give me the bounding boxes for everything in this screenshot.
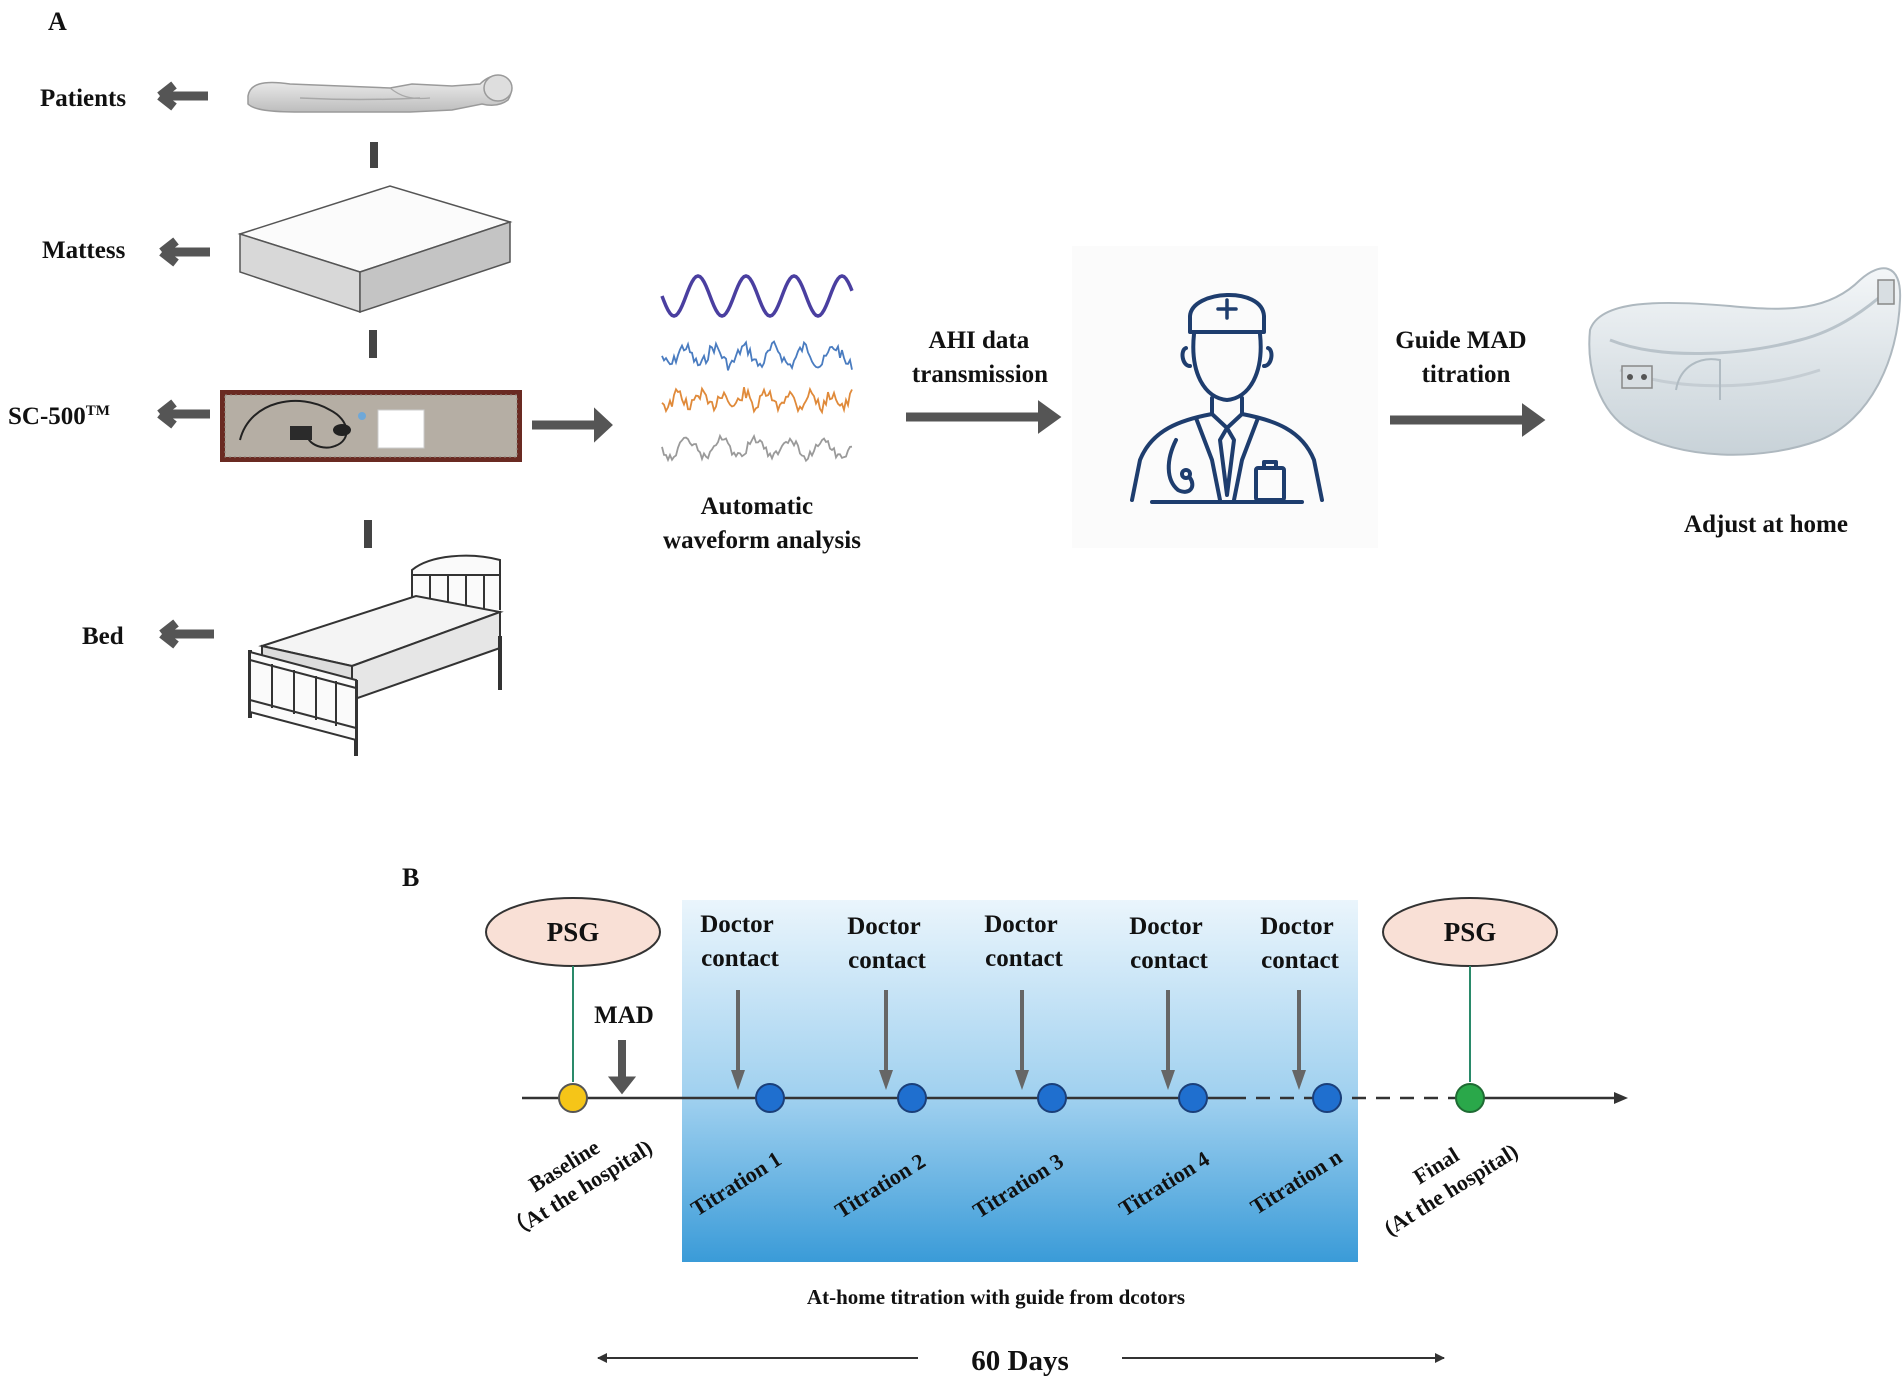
titration-dot-3	[1037, 1083, 1067, 1113]
bed-label: Bed	[82, 623, 124, 650]
psg-baseline-label: PSG	[547, 917, 600, 947]
svg-text:Baseline（At the hospital): Baseline（At the hospital)	[486, 1111, 656, 1245]
psg-final-label: PSG	[1444, 917, 1497, 947]
waveform-icon	[660, 274, 854, 463]
titration-dot-4	[1178, 1083, 1208, 1113]
connector-1	[370, 142, 378, 168]
home-titration-caption: At-home titration with guide from dcotor…	[807, 1285, 1185, 1309]
mattess-label: Mattess	[42, 237, 126, 264]
sensor-label: SC-500TM	[8, 403, 110, 430]
analysis-label: Automatic waveform analysis	[663, 493, 861, 554]
guide-label: Guide MAD titration	[1395, 327, 1533, 388]
doctor-icon	[1072, 246, 1378, 548]
baseline-dot	[558, 1083, 588, 1113]
patient-figure-icon	[247, 74, 513, 113]
timeline-axis	[522, 1092, 1628, 1104]
transmission-label: AHI data transmission	[912, 327, 1048, 388]
final-label: Final(At the hospital)	[1365, 1115, 1523, 1241]
psg-baseline: PSG	[485, 897, 661, 1082]
bed-icon	[248, 554, 504, 756]
panel-a-label: A	[48, 7, 67, 36]
titration-dot-1	[755, 1083, 785, 1113]
duration-label: 60 Days	[971, 1345, 1068, 1377]
patients-label: Patients	[40, 85, 126, 112]
titration-dot-n	[1312, 1083, 1342, 1113]
sensor-arrow	[157, 399, 210, 429]
psg-final: PSG	[1382, 897, 1558, 1082]
patients-arrow	[157, 81, 208, 111]
connector-2	[369, 330, 377, 358]
mattess-arrow	[159, 237, 210, 267]
titration-dot-2	[897, 1083, 927, 1113]
sensor-pad-icon	[220, 390, 522, 462]
device-label: Adjust at home	[1684, 511, 1848, 538]
mandibular-device-icon	[1588, 267, 1902, 456]
mattress-icon	[237, 185, 513, 314]
panel-b-label: B	[402, 863, 419, 892]
mad-label: MAD	[594, 1002, 654, 1029]
final-dot	[1455, 1083, 1485, 1113]
svg-text:Final(At the hospital): Final(At the hospital)	[1365, 1115, 1523, 1241]
baseline-label: Baseline（At the hospital)	[486, 1111, 656, 1245]
bed-arrow	[159, 619, 214, 649]
connector-3	[364, 520, 372, 548]
duration-bracket: 60 Days	[597, 1345, 1445, 1377]
